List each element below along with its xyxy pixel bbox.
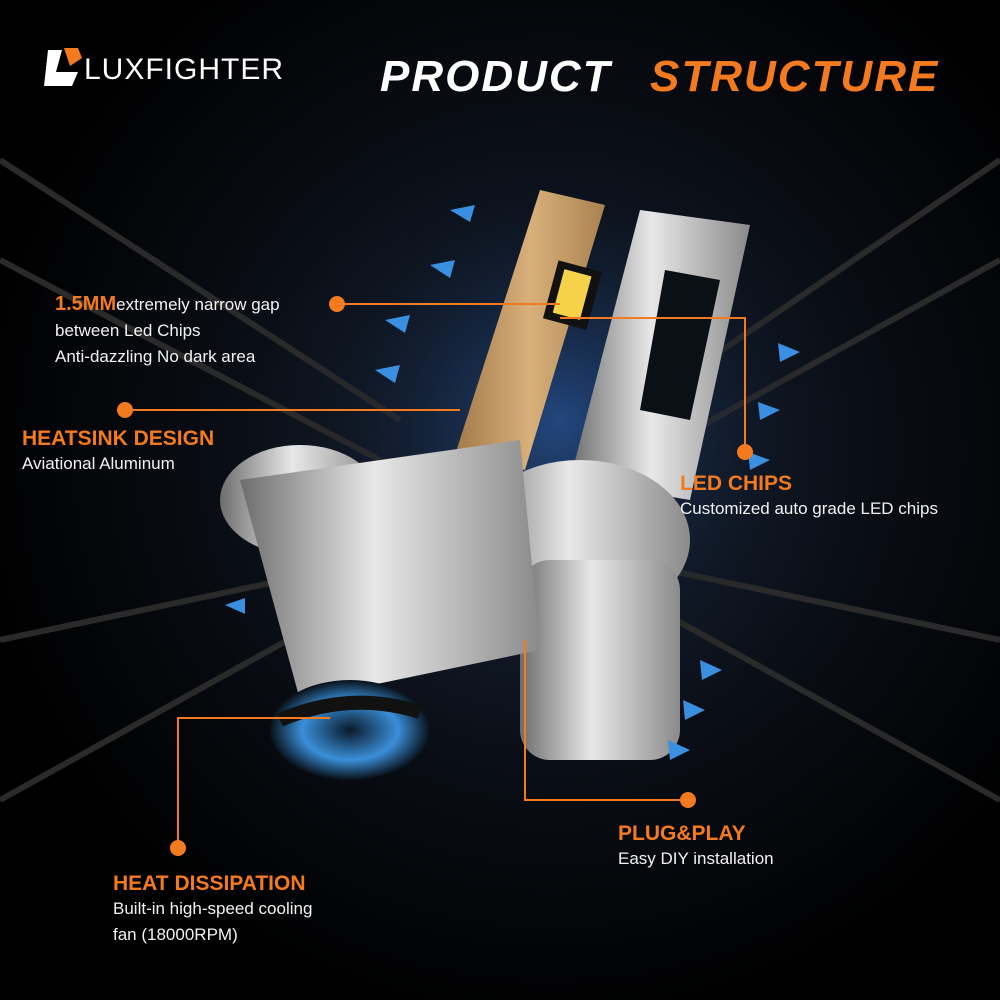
title-product: PRODUCT bbox=[380, 52, 612, 101]
callout-gap: 1.5MMextremely narrow gap between Led Ch… bbox=[55, 291, 280, 370]
led-heading: LED CHIPS bbox=[680, 472, 793, 495]
cooling-fan bbox=[270, 680, 430, 780]
title-structure: STRUCTURE bbox=[650, 52, 940, 101]
callout-lines bbox=[125, 303, 746, 848]
gap-line3: Anti-dazzling No dark area bbox=[55, 347, 256, 366]
logo-icon bbox=[44, 48, 82, 86]
callout-heat: HEAT DISSIPATION Built-in high-speed coo… bbox=[113, 872, 312, 948]
gap-highlight: 1.5MM bbox=[55, 293, 117, 315]
led-chip bbox=[552, 269, 592, 320]
heatsink-heading: HEATSINK DESIGN bbox=[22, 427, 215, 450]
callout-plug: PLUG&PLAY Easy DIY installation bbox=[618, 822, 774, 872]
airflow-arrows bbox=[225, 205, 800, 760]
gap-line2: between Led Chips bbox=[55, 321, 201, 340]
heat-line1: Built-in high-speed cooling bbox=[113, 899, 313, 918]
plug-heading: PLUG&PLAY bbox=[618, 822, 746, 845]
callout-led: LED CHIPS Customized auto grade LED chip… bbox=[680, 472, 938, 522]
bulb bbox=[220, 190, 750, 780]
heat-line2: fan (18000RPM) bbox=[113, 925, 238, 944]
plug-text: Easy DIY installation bbox=[618, 849, 774, 868]
gap-line1: extremely narrow gap bbox=[116, 295, 280, 314]
led-text: Customized auto grade LED chips bbox=[680, 499, 938, 518]
callout-heatsink: HEATSINK DESIGN Aviational Aluminum bbox=[22, 427, 214, 477]
heatsink-text: Aviational Aluminum bbox=[22, 454, 175, 473]
heat-heading: HEAT DISSIPATION bbox=[113, 872, 306, 895]
callout-dots bbox=[117, 296, 753, 856]
heatsink-pcb bbox=[455, 190, 605, 470]
brand-logo: LUXFIGHTER bbox=[84, 53, 285, 86]
